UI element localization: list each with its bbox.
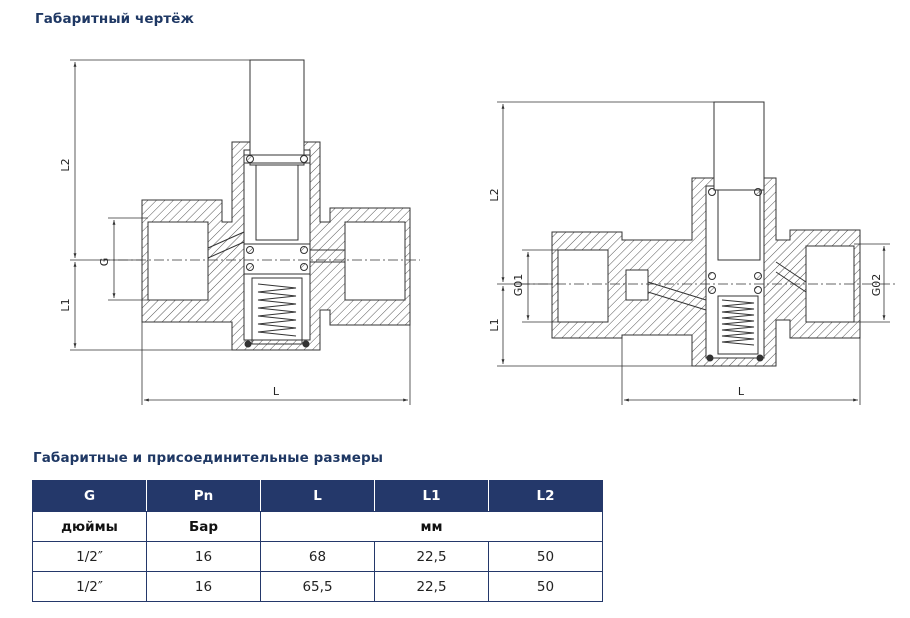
left-valve-drawing <box>141 59 411 351</box>
cell-l: 68 <box>260 541 375 572</box>
right-l-label: L <box>738 385 745 398</box>
cell-pn: 16 <box>146 541 261 572</box>
right-g02-label: G02 <box>870 274 883 297</box>
table-title: Габаритные и присоединительные размеры <box>33 450 384 466</box>
right-l1-label: L1 <box>488 318 501 331</box>
cell-pn: 16 <box>146 571 261 602</box>
drawing-title: Габаритный чертёж <box>35 11 195 27</box>
table-row: 1/2″ 16 68 22,5 50 <box>32 541 603 572</box>
unit-g: дюймы <box>32 511 147 542</box>
cell-l1: 22,5 <box>374 541 489 572</box>
table-header-row: G Pn L L1 L2 <box>32 480 603 512</box>
units-row: дюймы Бар мм <box>32 511 603 542</box>
left-g-label: G <box>98 258 111 267</box>
dimensions-table: G Pn L L1 L2 дюймы Бар мм 1/2″ 16 68 22,… <box>32 480 603 602</box>
cell-l2: 50 <box>488 571 603 602</box>
right-g01-label: G01 <box>512 274 525 297</box>
left-l-label: L <box>273 385 280 398</box>
unit-dims: мм <box>260 511 603 542</box>
cell-l: 65,5 <box>260 571 375 602</box>
header-l: L <box>260 480 375 512</box>
header-l2: L2 <box>488 480 603 512</box>
header-g: G <box>32 480 147 512</box>
dimensional-drawing: L2 L1 G L <box>59 59 895 405</box>
header-l1: L1 <box>374 480 489 512</box>
table-row: 1/2″ 16 65,5 22,5 50 <box>32 571 603 602</box>
left-l1-label: L1 <box>59 298 72 311</box>
left-l2-label: L2 <box>59 158 72 171</box>
cell-l2: 50 <box>488 541 603 572</box>
cell-l1: 22,5 <box>374 571 489 602</box>
cell-g: 1/2″ <box>32 571 147 602</box>
cell-g: 1/2″ <box>32 541 147 572</box>
unit-pn: Бар <box>146 511 261 542</box>
header-pn: Pn <box>146 480 261 512</box>
right-valve-drawing <box>551 101 861 367</box>
right-l2-label: L2 <box>488 188 501 201</box>
